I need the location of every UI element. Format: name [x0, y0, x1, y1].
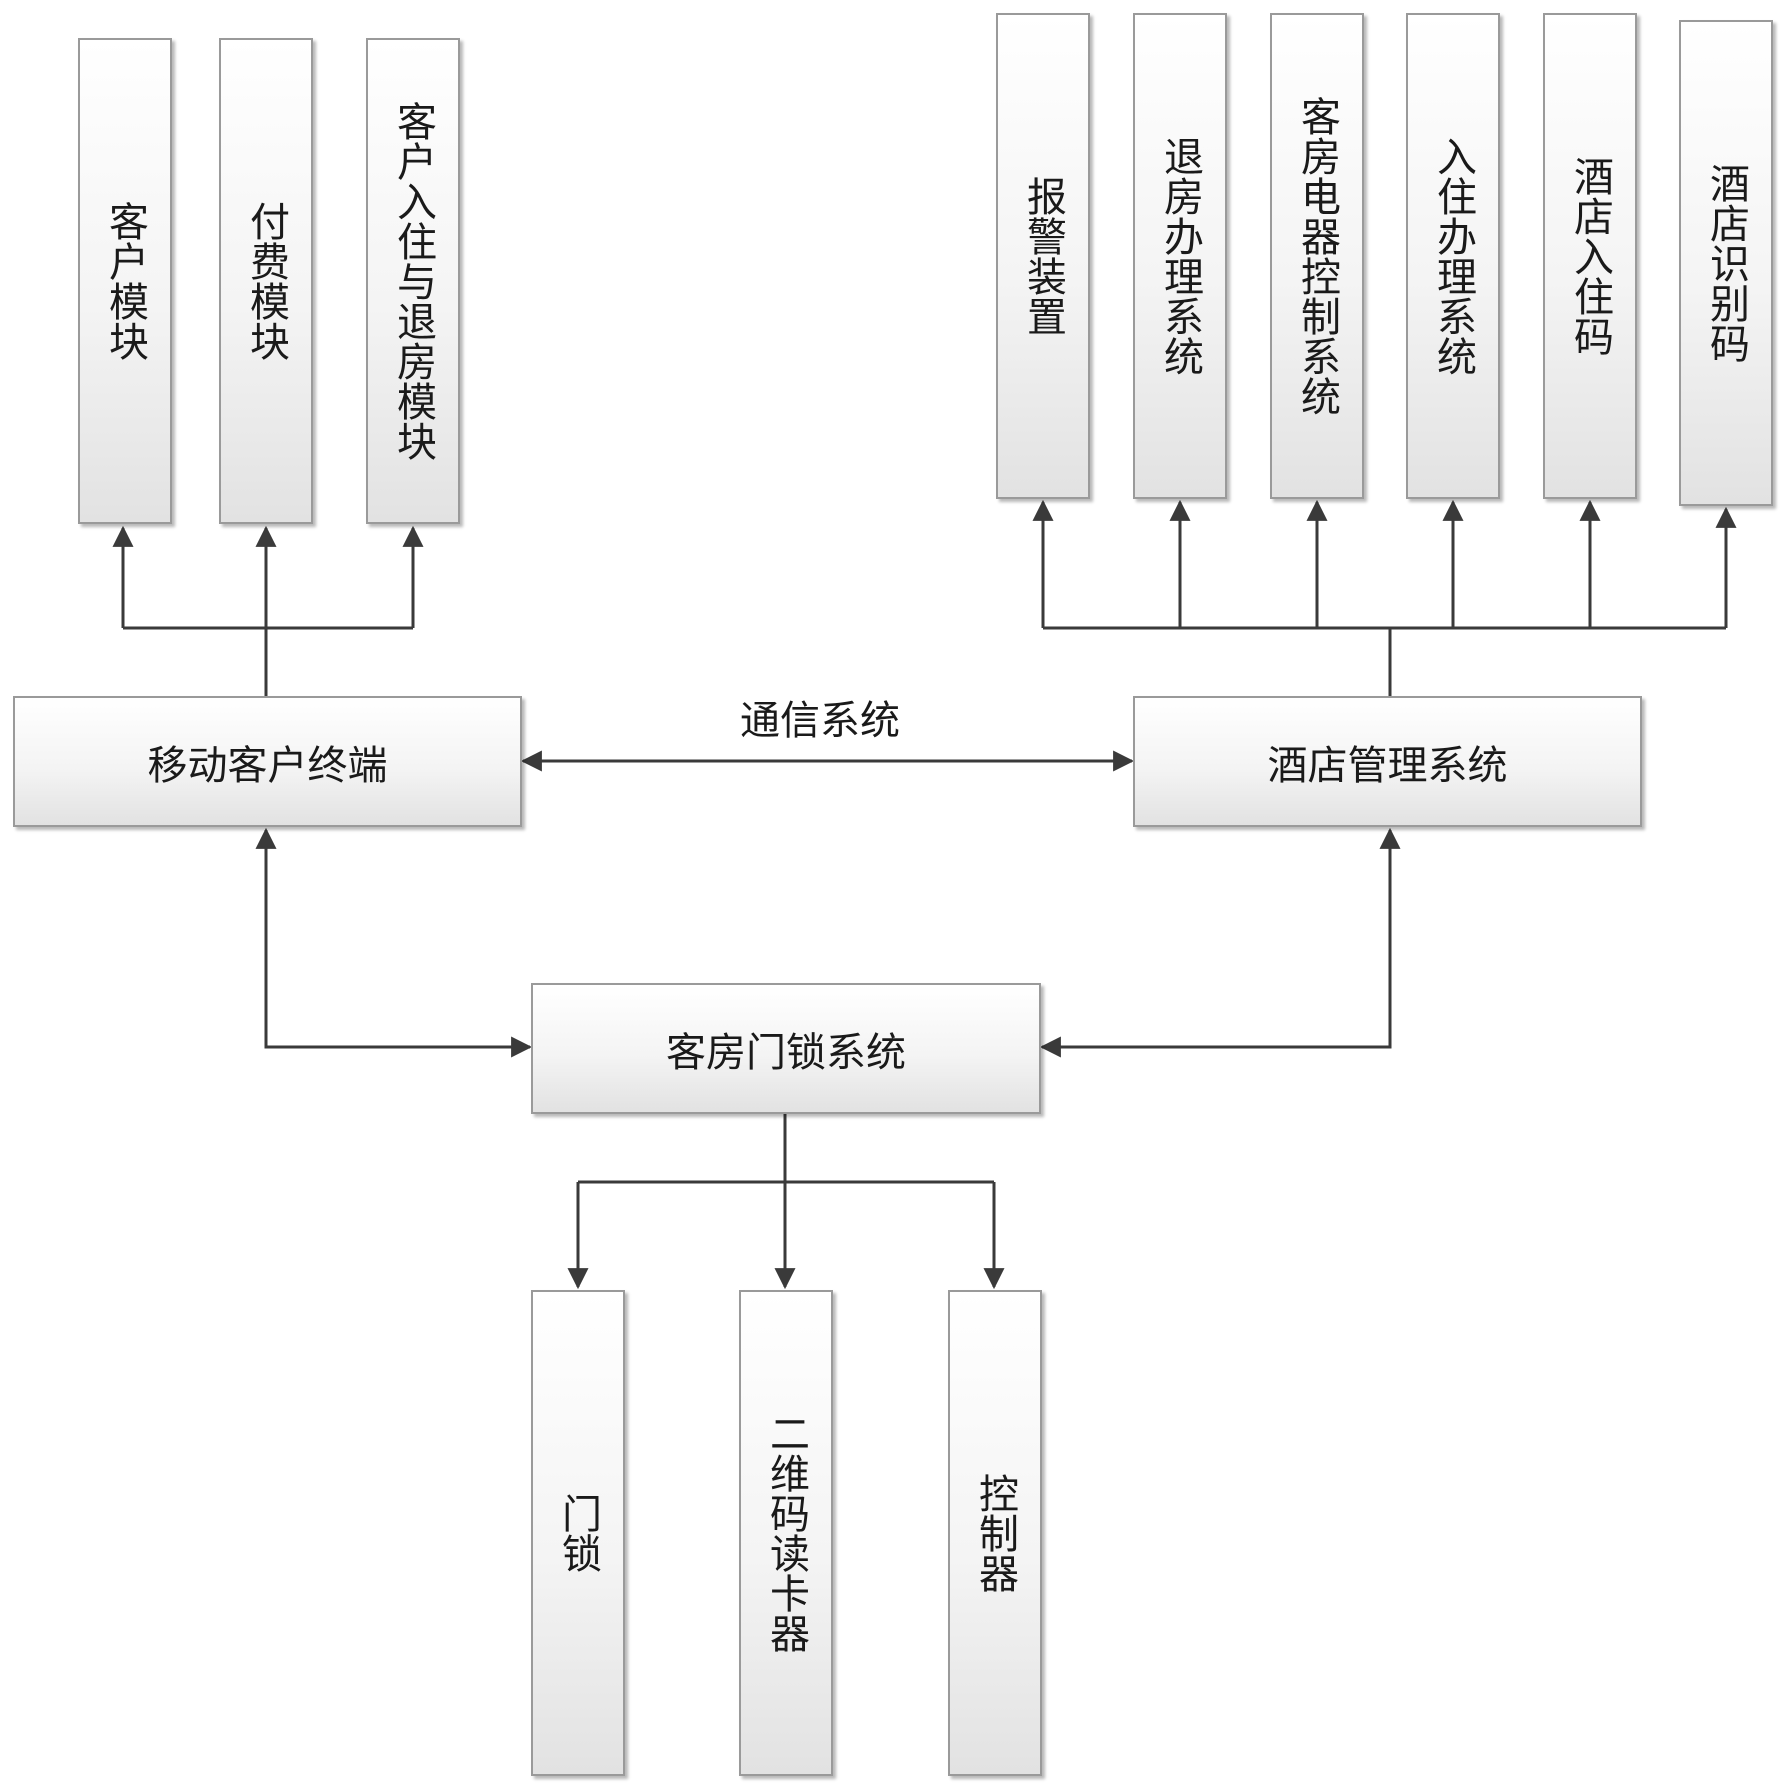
payment-module-box: 付费模块: [219, 38, 313, 524]
appliance-control-label: 客房电器控制系统: [1294, 96, 1340, 416]
mobile-terminal-label: 移动客户终端: [147, 742, 388, 789]
hotel-checkin-code-label: 酒店入住码: [1567, 156, 1613, 356]
checkin-system-label: 入住办理系统: [1430, 136, 1476, 376]
connector-mobile-doorlock: [255, 827, 533, 1058]
appliance-control-box: 客房电器控制系统: [1270, 13, 1364, 499]
checkout-system-label: 退房办理系统: [1157, 136, 1203, 376]
checkin-checkout-module-label: 客户入住与退房模块: [390, 101, 436, 461]
hotel-checkin-code-box: 酒店入住码: [1543, 13, 1637, 499]
customer-module-label: 客户模块: [102, 201, 148, 361]
door-lock-system-label: 客房门锁系统: [666, 1029, 906, 1076]
mobile-terminal-box: 移动客户终端: [13, 696, 522, 827]
communication-label: 通信系统: [740, 698, 900, 744]
alarm-device-box: 报警装置: [996, 13, 1090, 499]
door-lock-system-box: 客房门锁系统: [531, 983, 1041, 1114]
alarm-device-label: 报警装置: [1020, 176, 1066, 336]
door-lock-box: 门锁: [531, 1290, 625, 1776]
customer-module-box: 客户模块: [78, 38, 172, 524]
checkin-checkout-module-box: 客户入住与退房模块: [366, 38, 460, 524]
checkout-system-box: 退房办理系统: [1133, 13, 1227, 499]
payment-module-label: 付费模块: [243, 201, 289, 361]
qr-reader-label: 二维码读卡器: [763, 1413, 809, 1653]
door-lock-label: 门锁: [555, 1493, 601, 1573]
connector-hotel-doorlock: [1039, 827, 1401, 1058]
hotel-management-box: 酒店管理系统: [1133, 696, 1642, 827]
controller-label: 控制器: [972, 1473, 1018, 1593]
hotel-management-label: 酒店管理系统: [1267, 742, 1508, 789]
controller-box: 控制器: [948, 1290, 1042, 1776]
qr-reader-box: 二维码读卡器: [739, 1290, 833, 1776]
hotel-id-code-label: 酒店识别码: [1703, 163, 1749, 363]
hotel-id-code-box: 酒店识别码: [1679, 20, 1773, 506]
checkin-system-box: 入住办理系统: [1406, 13, 1500, 499]
